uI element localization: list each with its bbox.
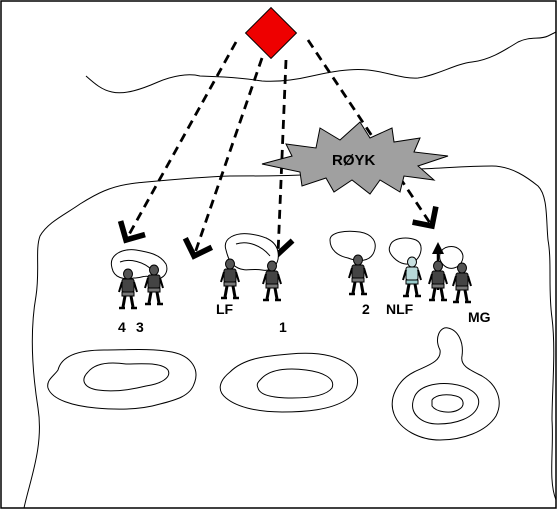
squad-group-4-3: 4 3	[110, 249, 168, 335]
unit-label-lf: LF	[216, 301, 234, 317]
ridge-line	[85, 31, 557, 94]
unit-label-3: 3	[136, 319, 144, 335]
fire-line-to-3-4	[117, 41, 238, 244]
squad-group-nlf: NLF	[386, 237, 423, 317]
fire-lines	[117, 39, 439, 260]
unit-label-2: 2	[362, 301, 370, 317]
smoke-label: RØYK	[332, 152, 376, 169]
unit-label-nlf: NLF	[386, 301, 414, 317]
terrain-contour-right	[391, 327, 500, 441]
terrain-contour-left	[47, 349, 197, 410]
fire-line-to-lf	[182, 57, 264, 260]
squad-group-mg: MG	[427, 242, 491, 325]
unit-label-1: 1	[279, 319, 287, 335]
smoke-cloud: RØYK	[261, 121, 449, 195]
terrain-contour-center	[219, 352, 358, 413]
squad-group-2: 2	[329, 230, 376, 317]
fire-line-to-nlf	[306, 39, 439, 230]
unit-label-4: 4	[118, 319, 126, 335]
unit-label-mg: MG	[468, 309, 491, 325]
squad-group-lf: LF 1	[216, 233, 287, 335]
fire-line-to-1	[262, 59, 295, 258]
observer-position-marker	[244, 6, 298, 60]
